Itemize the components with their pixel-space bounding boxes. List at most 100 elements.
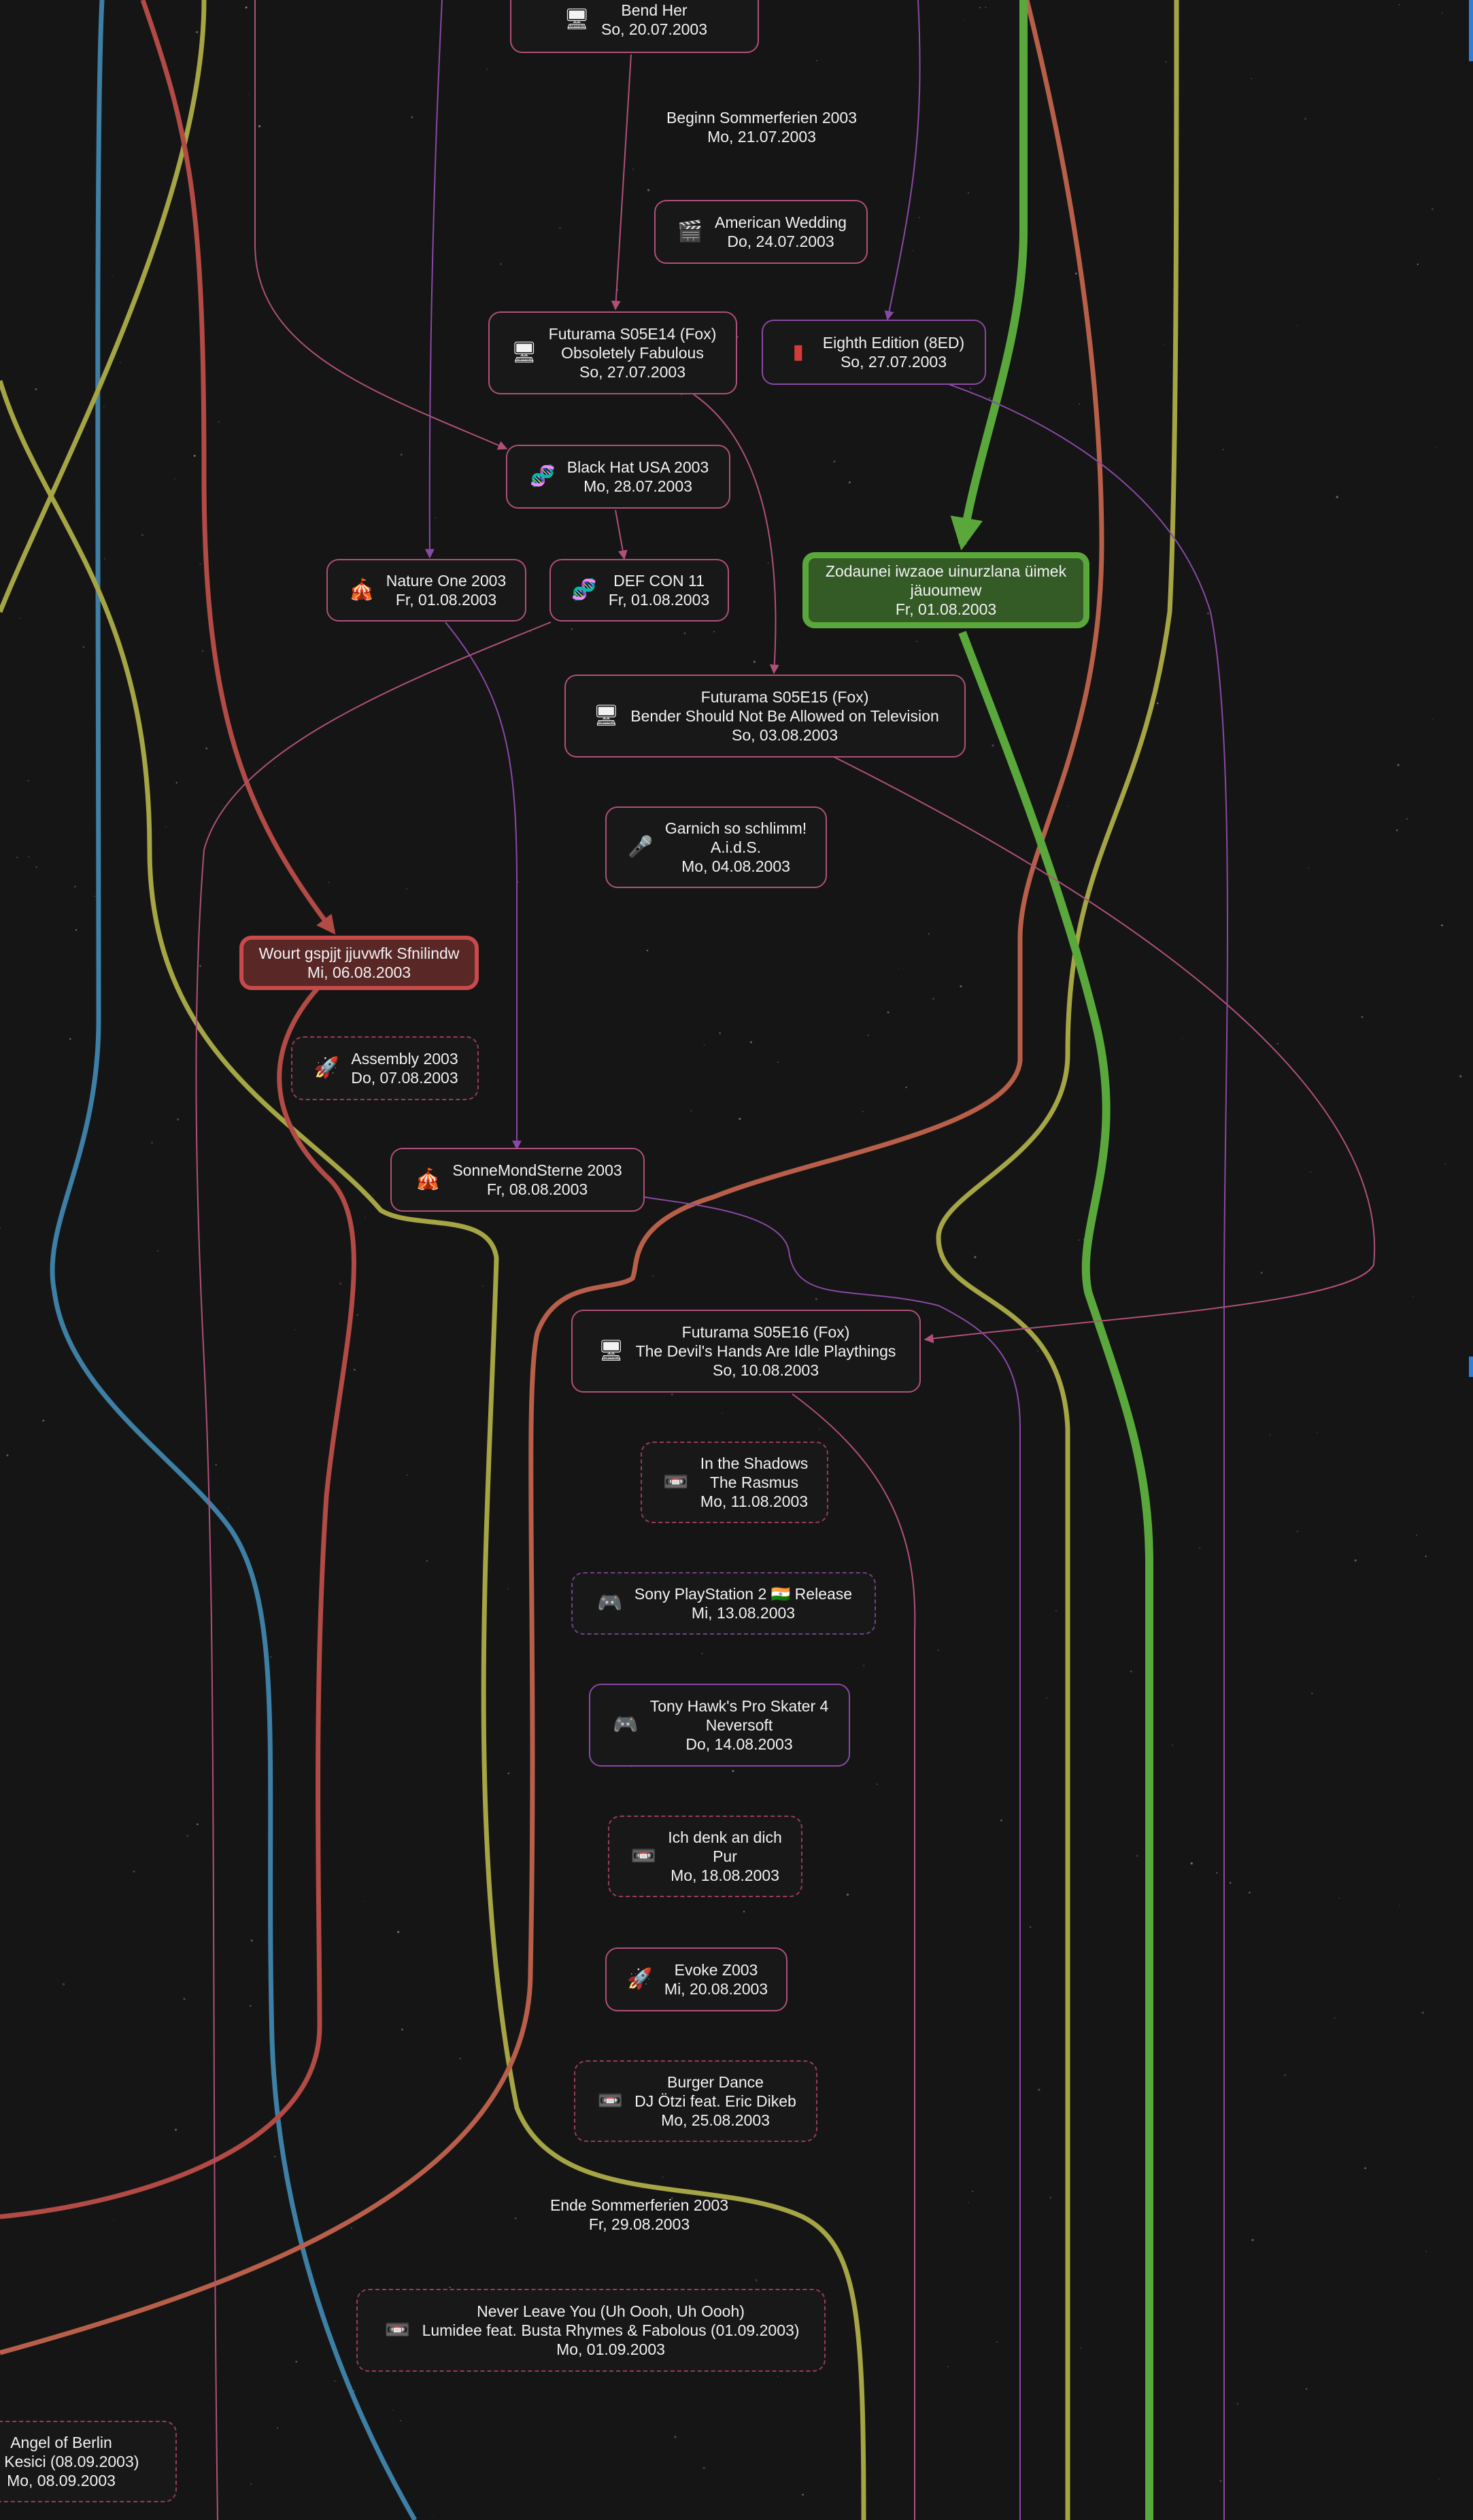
star (777, 1061, 779, 1063)
star (165, 826, 167, 828)
star (989, 397, 991, 399)
event-title-line: Sony PlayStation 2 🇮🇳 Release (634, 1585, 853, 1603)
event-date: Mi, 20.08.2003 (664, 1980, 768, 1998)
star (1309, 1171, 1311, 1173)
star (974, 1256, 977, 1259)
star (1269, 1434, 1271, 1436)
connector-naturone (424, 0, 443, 559)
star (753, 660, 756, 663)
scroll-indicator-mid[interactable] (1469, 1357, 1473, 1377)
star (62, 1983, 65, 1986)
olive-story-line-left (0, 0, 207, 613)
star (876, 1783, 879, 1786)
star (199, 563, 201, 565)
star (507, 1772, 510, 1775)
star (173, 478, 175, 480)
event-title-line: Angel of Berlin (10, 2434, 112, 2451)
tv-icon: 🖥 (593, 704, 620, 727)
star (1441, 924, 1443, 927)
star (35, 388, 37, 390)
star (373, 1194, 374, 1195)
star (947, 2366, 949, 2368)
clapperboard-icon: 🎬 (677, 220, 703, 243)
star (228, 1507, 230, 1508)
star (743, 1910, 745, 1913)
event-date: Do, 14.08.2003 (685, 1735, 793, 1753)
star (1156, 702, 1159, 704)
event-title-line: The Devil's Hands Are Idle Playthings (635, 1342, 896, 1360)
star (196, 31, 199, 33)
rocket-icon: 🚀 (314, 1057, 340, 1079)
star (972, 2190, 974, 2192)
connector-bend-futurama14 (611, 54, 632, 311)
cassette-icon: 📼 (630, 1845, 656, 1867)
star (411, 116, 413, 118)
star (815, 1297, 817, 1300)
star (703, 1044, 705, 1046)
connector-eighth-down (938, 380, 1228, 2520)
event-angel-of-berlin[interactable]: Angel of Berlintin Kesici (08.09.2003)Mo… (0, 2421, 177, 2502)
star (141, 534, 143, 537)
event-futurama-s05e14[interactable]: 🖥Futurama S05E14 (Fox)Obsoletely Fabulou… (488, 311, 737, 394)
star (250, 2483, 252, 2485)
star (1206, 612, 1210, 615)
event-date: Fr, 01.08.2003 (895, 600, 997, 618)
star (74, 885, 76, 887)
event-eighth-edition[interactable]: ▮Eighth Edition (8ED)So, 27.07.2003 (762, 320, 986, 385)
star (35, 866, 37, 868)
star (1030, 1926, 1032, 1928)
star (1055, 1610, 1057, 1612)
star (199, 965, 202, 968)
star (42, 1419, 45, 1422)
event-date: Do, 07.08.2003 (351, 1069, 458, 1087)
microphone-icon: 🎤 (628, 836, 654, 858)
star (1284, 2074, 1286, 2076)
star (1431, 207, 1434, 211)
event-futurama-s05e15[interactable]: 🖥Futurama S05E15 (Fox)Bender Should Not … (564, 675, 966, 757)
star (1311, 1692, 1313, 1695)
event-title-line: Burger Dance (667, 2073, 764, 2091)
tv-icon: 🖥 (563, 8, 590, 31)
event-futurama-s05e16[interactable]: 🖥Futurama S05E16 (Fox)The Devil's Hands … (571, 1310, 921, 1393)
event-title-line: tin Kesici (08.09.2003) (0, 2453, 139, 2470)
star (401, 2028, 403, 2031)
star (816, 60, 818, 62)
event-title-line: Bender Should Not Be Allowed on Televisi… (630, 707, 939, 725)
event-date: Fr, 29.08.2003 (588, 2215, 690, 2233)
star (671, 1393, 673, 1396)
event-title-line: Obsoletely Fabulous (561, 344, 704, 362)
star (248, 93, 249, 95)
star (406, 888, 408, 889)
star (690, 1110, 692, 1112)
star (274, 2156, 276, 2158)
event-title-line: Garnich so schlimm! (664, 819, 807, 837)
star (1049, 2196, 1051, 2198)
star (245, 6, 248, 9)
event-title-line: Bend Her (621, 1, 688, 19)
scroll-indicator-top[interactable] (1469, 0, 1473, 61)
star (482, 1285, 484, 1287)
star (183, 1998, 186, 2000)
star (916, 641, 918, 643)
event-never-leave[interactable]: 📼Never Leave You (Uh Oooh, Uh Oooh)Lumid… (356, 2289, 826, 2372)
event-garnich[interactable]: 🎤Garnich so schlimm!A.i.d.S.Mo, 04.08.20… (605, 806, 827, 888)
star (1251, 2238, 1254, 2241)
star (1438, 2478, 1440, 2480)
